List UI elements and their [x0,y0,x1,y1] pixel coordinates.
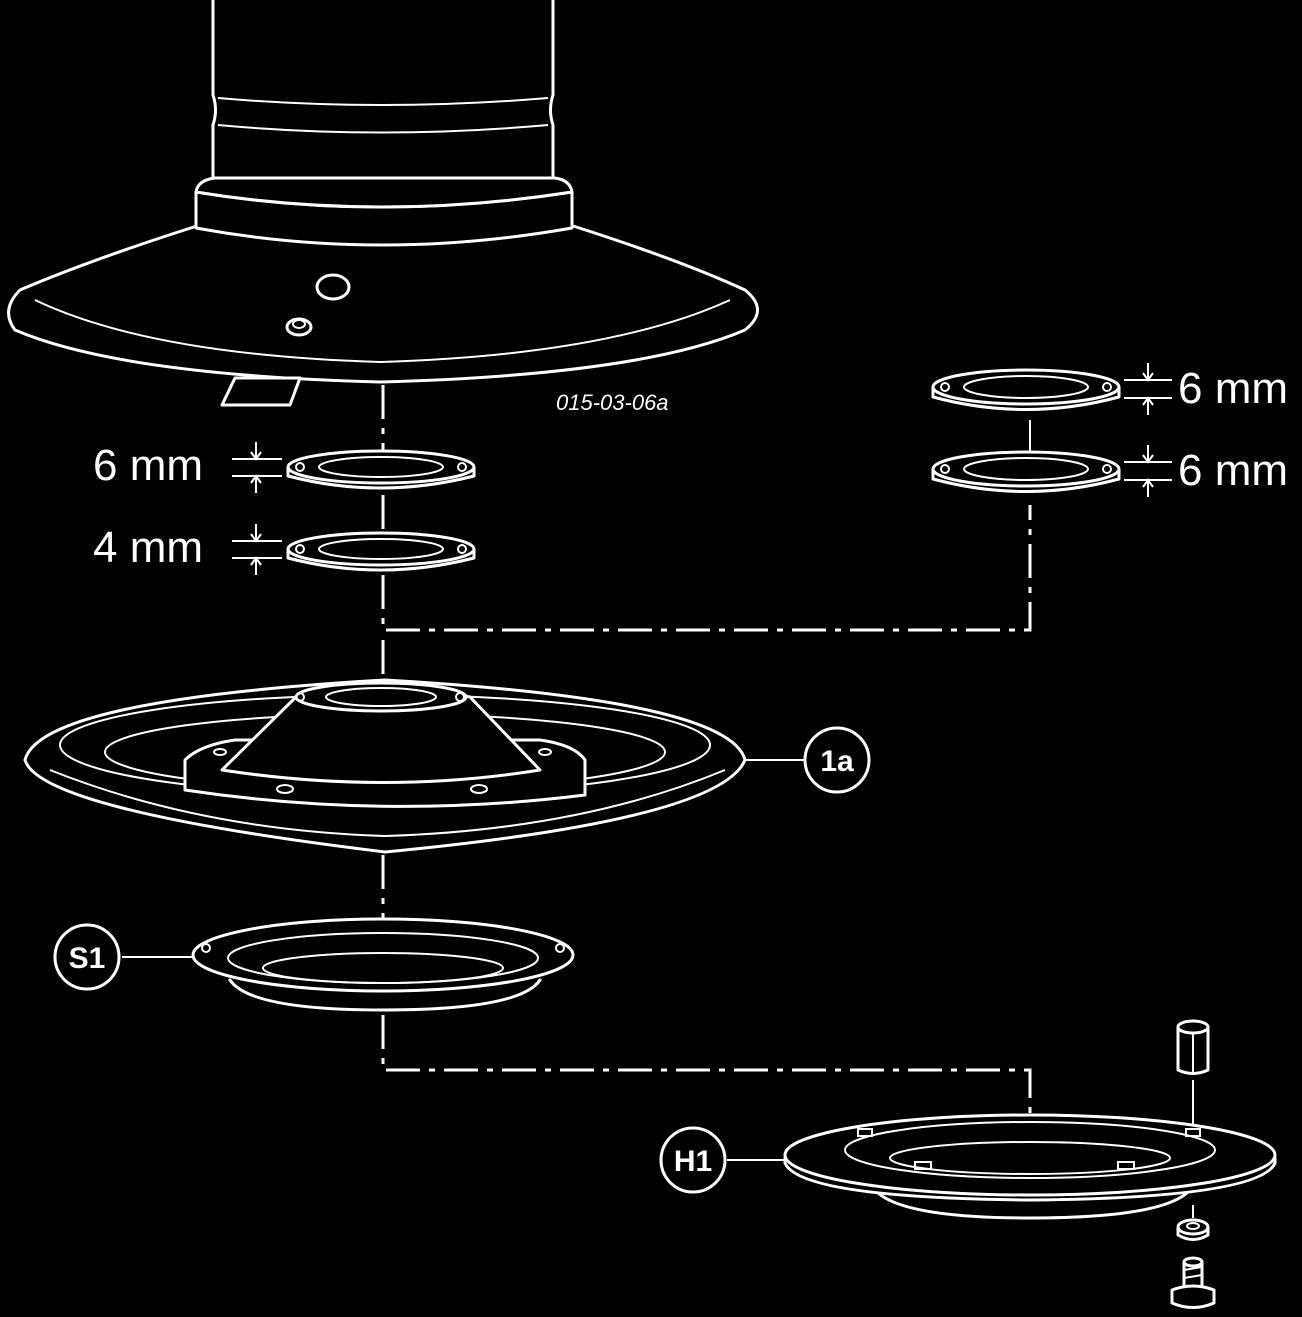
disc-1a [23,678,747,854]
callout-h1: H1 [659,1126,727,1194]
spacer-sleeve-icon [1176,1019,1210,1075]
dimension-label: 6 mm [1178,446,1288,495]
dimension-mark-left-lower [232,524,282,575]
holder-h1 [783,1113,1277,1220]
dimension-label: 6 mm [1178,364,1288,413]
housing [7,0,759,407]
dish-screw-icon [315,273,351,301]
callout-label: S1 [69,942,106,975]
dimension-label: 4 mm [93,523,203,572]
dimension-label: 6 mm [93,441,203,490]
callout-label: 1a [820,745,854,778]
dimension-mark-left-upper [232,442,282,493]
bolt-icon [1170,1256,1216,1309]
locating-tab [220,376,302,407]
lock-washer-icon [1176,1218,1210,1241]
callout-label: H1 [674,1145,712,1178]
callout-1a: 1a [803,726,871,794]
dimension-mark-right-upper [1124,363,1172,415]
seal-s1 [191,917,575,1012]
shim-6mm-right-lower [931,450,1121,493]
figure-code: 015-03-06a [556,390,669,415]
shim-6mm-left [286,449,476,490]
callout-s1: S1 [53,923,121,991]
shim-6mm-right-upper [931,368,1121,411]
dimension-mark-right-lower [1124,445,1172,497]
shim-4mm-left [286,531,476,572]
